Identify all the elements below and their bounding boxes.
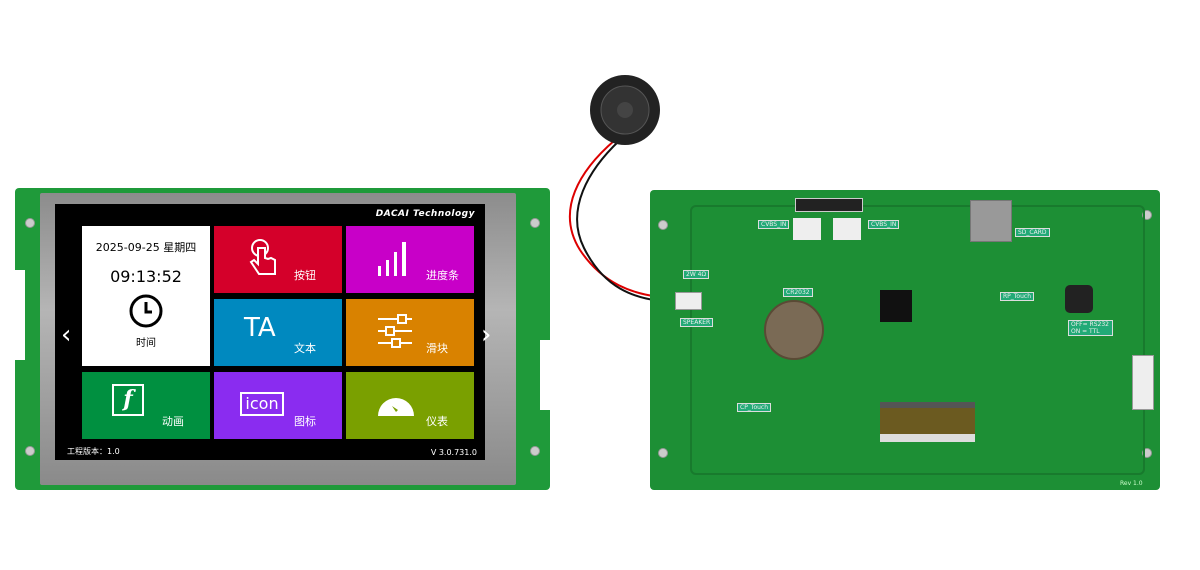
progress-tile[interactable]: 进度条 xyxy=(346,226,474,293)
fpc-connector xyxy=(880,402,975,442)
brand-label: DACAI Technology xyxy=(375,209,475,219)
rp-touch-label: RP_Touch xyxy=(1000,292,1035,301)
date-text: 2025-09-25 星期四 xyxy=(95,241,197,254)
icon-text-icon: icon xyxy=(240,392,284,416)
slider-tile-label: 滑块 xyxy=(426,342,448,355)
clock-label: 时间 xyxy=(136,338,156,349)
lcd-screen: DACAI Technology ‹ › 2025-09-25 星期四 09:1… xyxy=(55,204,491,460)
time-text: 09:13:52 xyxy=(110,267,182,286)
slider-icon xyxy=(378,314,412,348)
gauge-tile[interactable]: 仪表 xyxy=(346,372,474,439)
clock-tile[interactable]: 2025-09-25 星期四 09:13:52 时间 xyxy=(82,226,210,366)
prev-page-arrow[interactable]: ‹ xyxy=(61,320,72,350)
text-tile[interactable]: TA 文本 xyxy=(214,299,342,366)
speaker-and-wires xyxy=(569,75,681,303)
revision-label: Rev 1.0 xyxy=(1120,480,1143,487)
sd-card-slot xyxy=(970,200,1012,242)
cp-touch-label: CP_Touch xyxy=(737,403,772,412)
button-tile-label: 按钮 xyxy=(294,269,316,282)
icon-tile[interactable]: icon 图标 xyxy=(214,372,342,439)
speaker-rating-label: 2W 4Ω xyxy=(683,270,710,279)
sd-card-label: SD_CARD xyxy=(1015,228,1050,237)
project-version: 工程版本：1.0 xyxy=(67,447,120,456)
back-pcb: CVBS_IN CVBS_IN SD_CARD CR2032 RP_Touch … xyxy=(650,190,1160,490)
hand-pointer-icon xyxy=(249,239,276,275)
text-ta-icon: TA xyxy=(244,313,276,343)
slider-tile[interactable]: 滑块 xyxy=(346,299,474,366)
icon-tile-label: 图标 xyxy=(294,415,316,428)
progress-bars-icon xyxy=(378,242,406,276)
flash-icon: f xyxy=(112,384,144,416)
speaker-connector xyxy=(675,292,702,310)
speaker-label: SPEAKER xyxy=(680,318,714,327)
progress-tile-label: 进度条 xyxy=(426,269,459,282)
coin-cell-holder xyxy=(764,300,824,360)
gauge-icon xyxy=(378,398,414,416)
animation-tile-label: 动画 xyxy=(162,415,184,428)
uart-mode-label: OFF= RS232 ON = TTL xyxy=(1068,320,1113,336)
firmware-version: V 3.0.731.0 xyxy=(430,448,477,457)
clock-icon xyxy=(129,294,163,328)
button-tile[interactable]: 按钮 xyxy=(214,226,342,293)
cvbs-in-label-2: CVBS_IN xyxy=(868,220,900,229)
text-tile-label: 文本 xyxy=(294,342,316,355)
cvbs-in-label-1: CVBS_IN xyxy=(758,220,790,229)
cr2032-label: CR2032 xyxy=(783,288,813,297)
next-page-arrow[interactable]: › xyxy=(481,320,492,350)
animation-tile[interactable]: f 动画 xyxy=(82,372,210,439)
gauge-tile-label: 仪表 xyxy=(426,415,448,428)
